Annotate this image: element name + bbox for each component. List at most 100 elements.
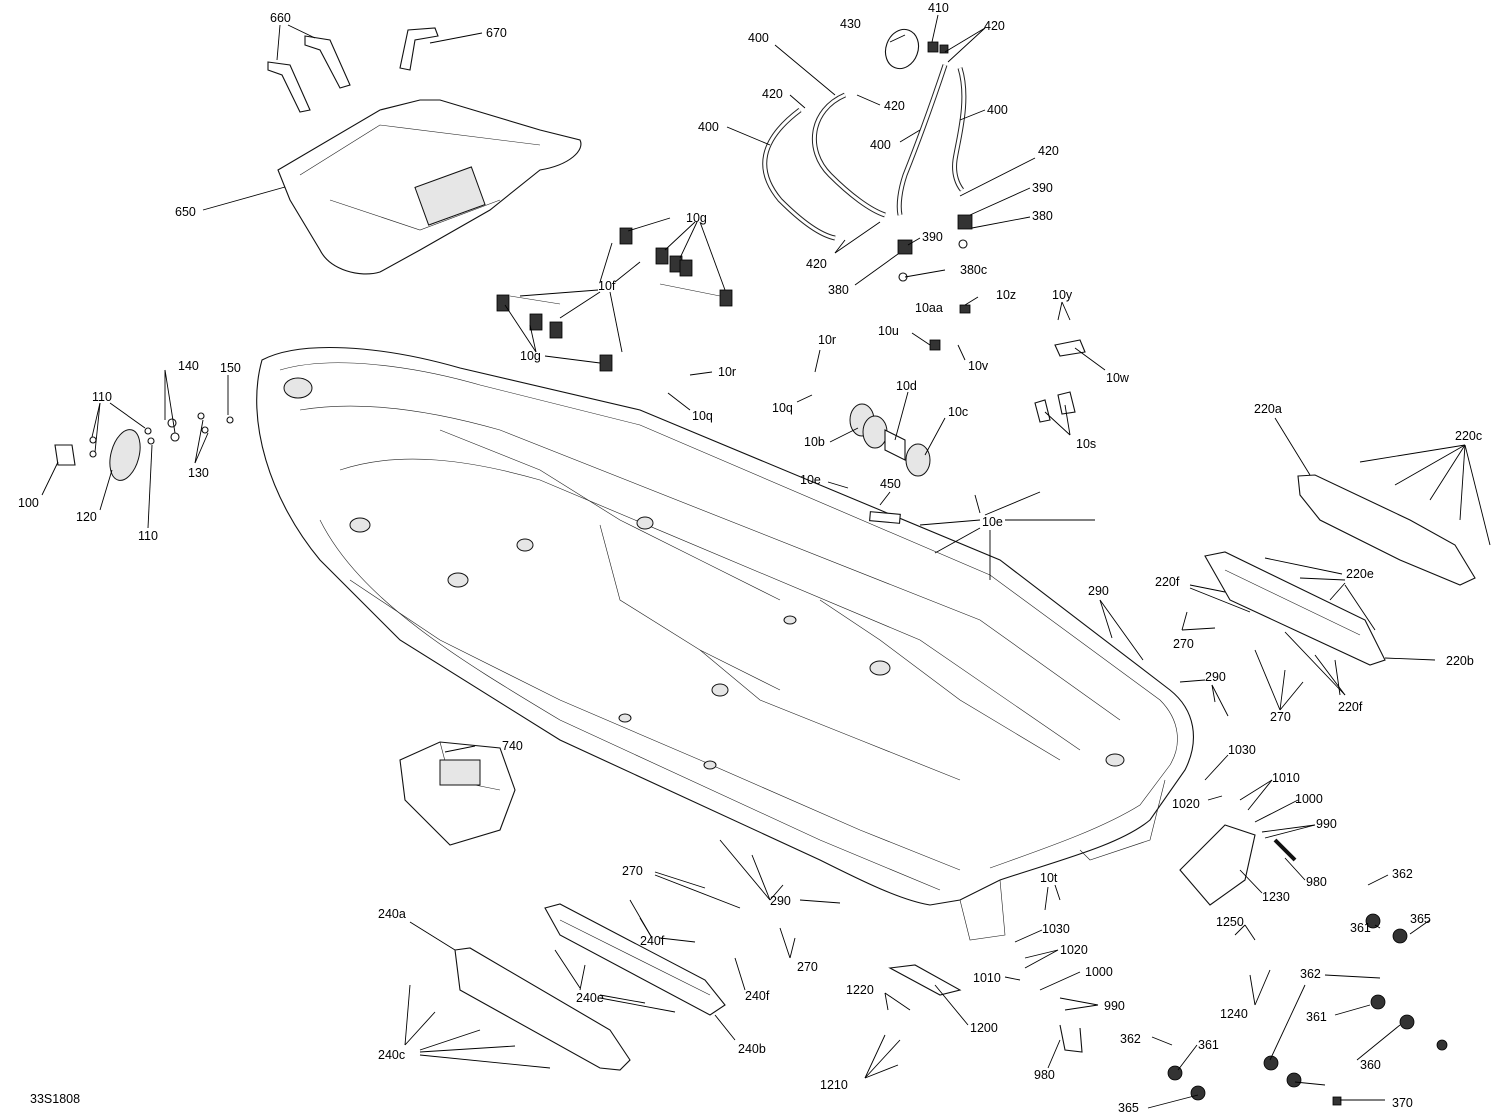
callout-1010: 1010: [973, 971, 1001, 985]
rear-hardware: [888, 824, 1448, 1106]
callout-420: 420: [762, 87, 783, 101]
callout-240c: 240c: [378, 1048, 405, 1062]
callout-240e: 240e: [576, 991, 604, 1005]
callout-380c: 380c: [960, 263, 987, 277]
callout-361: 361: [1350, 921, 1371, 935]
callout-420: 420: [1038, 144, 1059, 158]
callout-10s: 10s: [1076, 437, 1096, 451]
callout-370: 370: [1392, 1096, 1413, 1110]
callout-140: 140: [178, 359, 199, 373]
callout-10g: 10g: [686, 211, 707, 225]
callout-10f: 10f: [598, 279, 616, 293]
callout-420: 420: [806, 257, 827, 271]
callout-365: 365: [1410, 912, 1431, 926]
callout-270: 270: [1270, 710, 1291, 724]
callout-360: 360: [1360, 1058, 1381, 1072]
hull-drawing: [256, 347, 1194, 941]
callout-390: 390: [1032, 181, 1053, 195]
callout-110: 110: [92, 390, 112, 404]
callout-220b: 220b: [1446, 654, 1474, 668]
callout-362: 362: [1392, 867, 1413, 881]
callout-1000: 1000: [1295, 792, 1323, 806]
callout-430: 430: [840, 17, 861, 31]
callout-270: 270: [622, 864, 643, 878]
callout-290: 290: [1088, 584, 1109, 598]
callout-361: 361: [1198, 1038, 1219, 1052]
leader-lines: [41, 14, 1491, 1109]
callout-10e: 10e: [982, 515, 1003, 529]
callout-450: 450: [880, 477, 901, 491]
callout-1020: 1020: [1172, 797, 1200, 811]
callout-10z: 10z: [996, 288, 1016, 302]
callout-740: 740: [502, 739, 523, 753]
callout-10u: 10u: [878, 324, 899, 338]
callout-362: 362: [1300, 967, 1321, 981]
callout-130: 130: [188, 466, 209, 480]
callout-10y: 10y: [1052, 288, 1073, 302]
callout-660: 660: [270, 11, 291, 25]
callout-240a: 240a: [378, 907, 406, 921]
callout-380: 380: [828, 283, 849, 297]
right-bumpers: [1204, 474, 1476, 666]
callout-390: 390: [922, 230, 943, 244]
callout-220e: 220e: [1346, 567, 1374, 581]
callout-10v: 10v: [968, 359, 989, 373]
callout-10q: 10q: [772, 401, 793, 415]
callout-240f: 240f: [745, 989, 770, 1003]
callout-10d: 10d: [896, 379, 917, 393]
callout-10g: 10g: [520, 349, 541, 363]
callout-420: 420: [984, 19, 1005, 33]
callout-380: 380: [1032, 209, 1053, 223]
badge-assembly: [54, 412, 234, 481]
callout-290: 290: [1205, 670, 1226, 684]
callout-10e: 10e: [800, 473, 821, 487]
callout-220a: 220a: [1254, 402, 1282, 416]
callout-410: 410: [928, 1, 949, 15]
callout-990: 990: [1104, 999, 1125, 1013]
foam-block: [399, 741, 516, 846]
callout-400: 400: [870, 138, 891, 152]
callout-362: 362: [1120, 1032, 1141, 1046]
callout-650: 650: [175, 205, 196, 219]
callout-420: 420: [884, 99, 905, 113]
callout-10t: 10t: [1040, 871, 1058, 885]
left-bumpers: [454, 903, 726, 1071]
callout-10r: 10r: [718, 365, 736, 379]
callout-365: 365: [1118, 1101, 1139, 1115]
callout-10aa: 10aa: [915, 301, 943, 315]
callout-1200: 1200: [970, 1021, 998, 1035]
callout-10w: 10w: [1106, 371, 1130, 385]
callout-1240: 1240: [1220, 1007, 1248, 1021]
callout-1010: 1010: [1272, 771, 1300, 785]
callout-10b: 10b: [804, 435, 825, 449]
callout-670: 670: [486, 26, 507, 40]
callout-1030: 1030: [1228, 743, 1256, 757]
document-code: 33S1808: [30, 1092, 81, 1106]
fastener-group-10: [496, 227, 733, 372]
callout-400: 400: [748, 31, 769, 45]
callout-120: 120: [76, 510, 97, 524]
callout-220f: 220f: [1155, 575, 1180, 589]
callout-270: 270: [797, 960, 818, 974]
callout-240f: 240f: [640, 934, 665, 948]
callout-400: 400: [698, 120, 719, 134]
callout-1020: 1020: [1060, 943, 1088, 957]
vent-hoses: [762, 28, 973, 282]
callout-150: 150: [220, 361, 241, 375]
coupler-group: [849, 304, 1086, 524]
callout-980: 980: [1034, 1068, 1055, 1082]
callout-980: 980: [1306, 875, 1327, 889]
callout-290: 290: [770, 894, 791, 908]
callout-10c: 10c: [948, 405, 968, 419]
callout-990: 990: [1316, 817, 1337, 831]
callout-100: 100: [18, 496, 39, 510]
callout-220f: 220f: [1338, 700, 1363, 714]
callout-220c: 220c: [1455, 429, 1482, 443]
callout-240b: 240b: [738, 1042, 766, 1056]
callout-10q: 10q: [692, 409, 713, 423]
callout-1250: 1250: [1216, 915, 1244, 929]
callout-270: 270: [1173, 637, 1194, 651]
callout-1230: 1230: [1262, 890, 1290, 904]
callout-1030: 1030: [1042, 922, 1070, 936]
